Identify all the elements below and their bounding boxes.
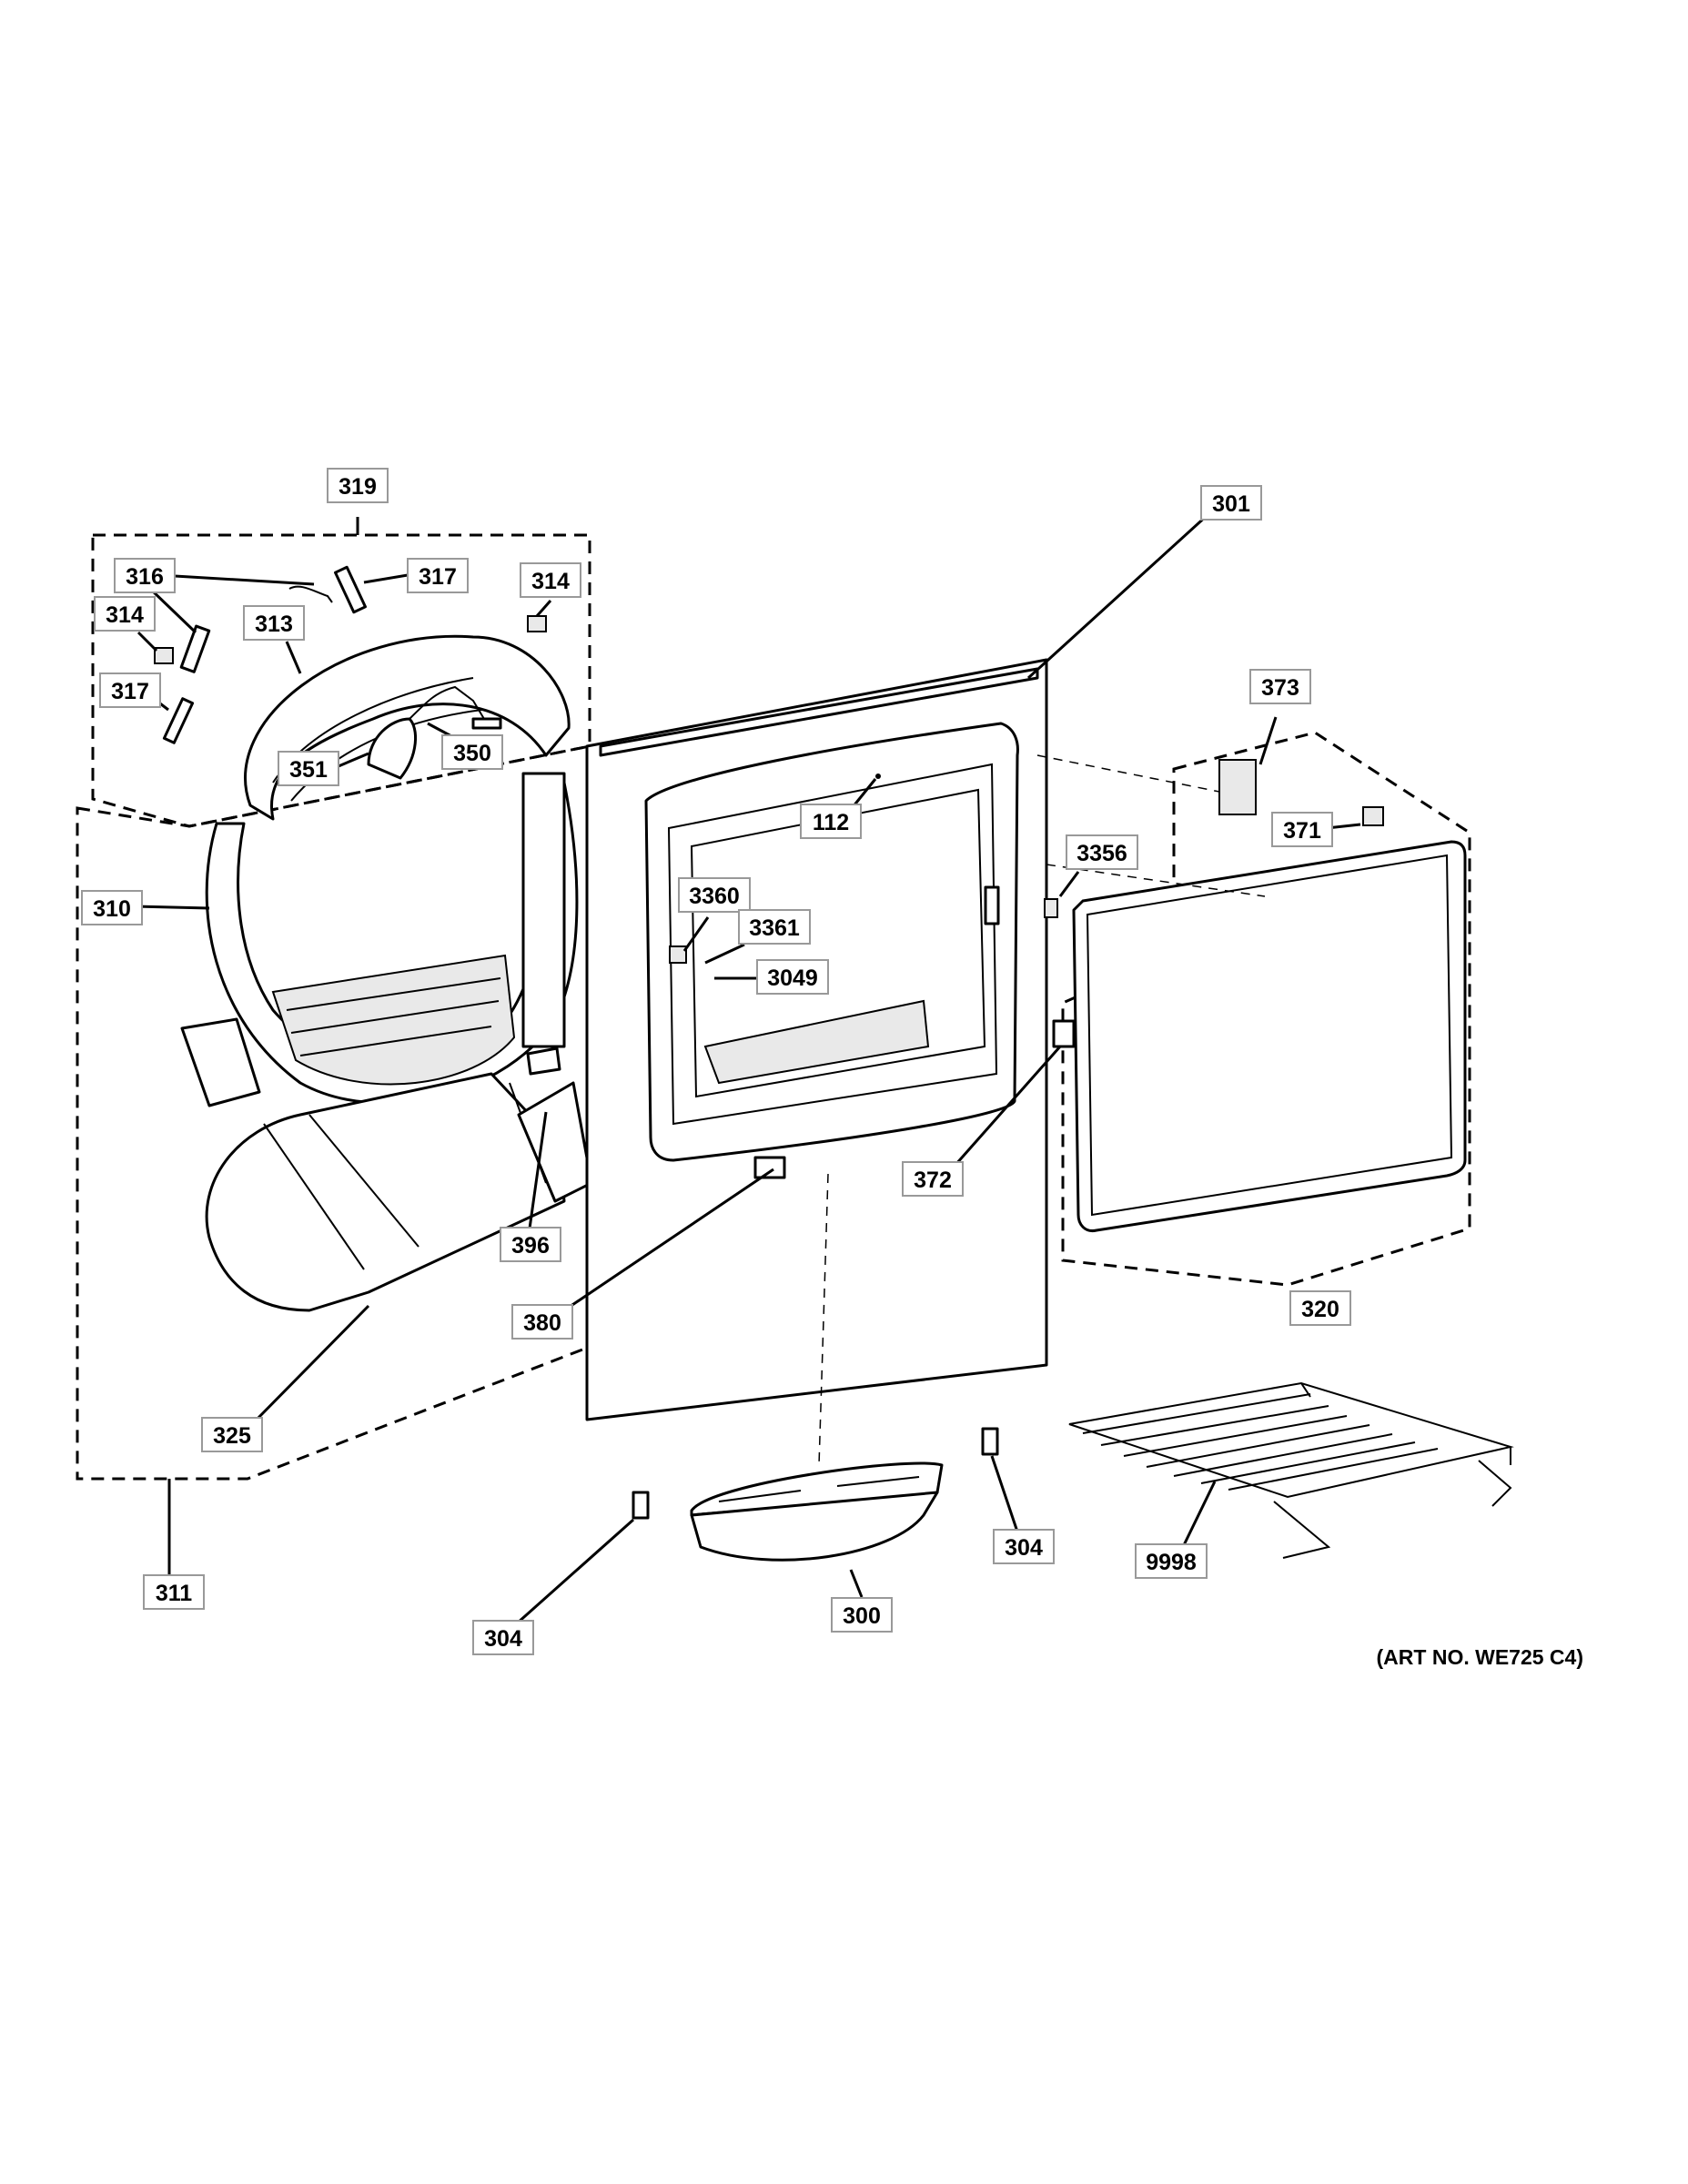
callout-3361: 3361: [738, 909, 811, 945]
callout-314: 314: [94, 596, 156, 632]
svg-text:3361: 3361: [749, 915, 800, 941]
callout-3049: 3049: [756, 959, 829, 995]
svg-text:3049: 3049: [767, 966, 818, 991]
callout-371: 371: [1271, 812, 1333, 847]
svg-text:313: 313: [255, 612, 293, 637]
callout-311: 311: [143, 1574, 205, 1610]
svg-text:373: 373: [1261, 675, 1299, 701]
dry-rack: [1068, 1381, 1514, 1559]
callout-372: 372: [902, 1161, 964, 1197]
callout-3360: 3360: [678, 877, 751, 913]
svg-text:350: 350: [453, 741, 491, 766]
callout-313: 313: [243, 605, 305, 641]
callout-319: 319: [327, 468, 389, 503]
callout-314: 314: [520, 562, 581, 598]
group-311-outline: [76, 744, 591, 1481]
svg-text:316: 316: [126, 564, 164, 590]
svg-text:372: 372: [914, 1168, 952, 1193]
callout-316: 316: [114, 558, 176, 593]
callout-351: 351: [278, 751, 339, 786]
svg-text:371: 371: [1283, 818, 1321, 844]
svg-text:112: 112: [813, 810, 849, 835]
svg-text:325: 325: [213, 1423, 251, 1449]
callout-304: 304: [472, 1620, 534, 1655]
svg-text:301: 301: [1212, 491, 1250, 517]
callout-300: 300: [831, 1597, 893, 1633]
svg-text:304: 304: [484, 1626, 522, 1652]
svg-text:317: 317: [111, 679, 149, 704]
callout-112: 112: [800, 804, 862, 839]
svg-text:314: 314: [106, 602, 144, 628]
front-panel: [585, 658, 1048, 1421]
bulkhead-assembly: [180, 634, 593, 1312]
svg-text:311: 311: [156, 1581, 192, 1606]
callout-320: 320: [1289, 1290, 1351, 1326]
lint-filter: [690, 1461, 944, 1562]
svg-text:396: 396: [511, 1233, 550, 1259]
svg-text:380: 380: [523, 1310, 561, 1336]
callout-310: 310: [81, 890, 143, 925]
callout-317: 317: [99, 672, 161, 708]
callout-3356: 3356: [1066, 834, 1138, 870]
svg-text:310: 310: [93, 896, 131, 922]
door-320: [1044, 759, 1467, 1233]
callout-396: 396: [500, 1227, 561, 1262]
svg-text:317: 317: [419, 564, 457, 590]
svg-text:314: 314: [531, 569, 570, 594]
callout-304: 304: [993, 1529, 1055, 1564]
callout-325: 325: [201, 1417, 263, 1452]
callout-9998: 9998: [1135, 1543, 1208, 1579]
callout-301: 301: [1200, 485, 1262, 521]
svg-text:304: 304: [1005, 1535, 1043, 1561]
svg-text:3356: 3356: [1076, 841, 1127, 866]
art-number: (ART NO. WE725 C4): [1376, 1645, 1583, 1669]
callout-373: 373: [1249, 669, 1311, 704]
svg-text:300: 300: [843, 1603, 881, 1629]
leveling-feet: [632, 1427, 999, 1520]
svg-text:9998: 9998: [1146, 1550, 1197, 1575]
small-parts-319: [154, 565, 547, 780]
svg-text:319: 319: [339, 474, 377, 500]
svg-text:351: 351: [289, 757, 328, 783]
callout-317: 317: [407, 558, 469, 593]
svg-text:3360: 3360: [689, 884, 740, 909]
callout-350: 350: [441, 734, 503, 770]
callout-380: 380: [511, 1304, 573, 1340]
svg-text:320: 320: [1301, 1297, 1339, 1322]
